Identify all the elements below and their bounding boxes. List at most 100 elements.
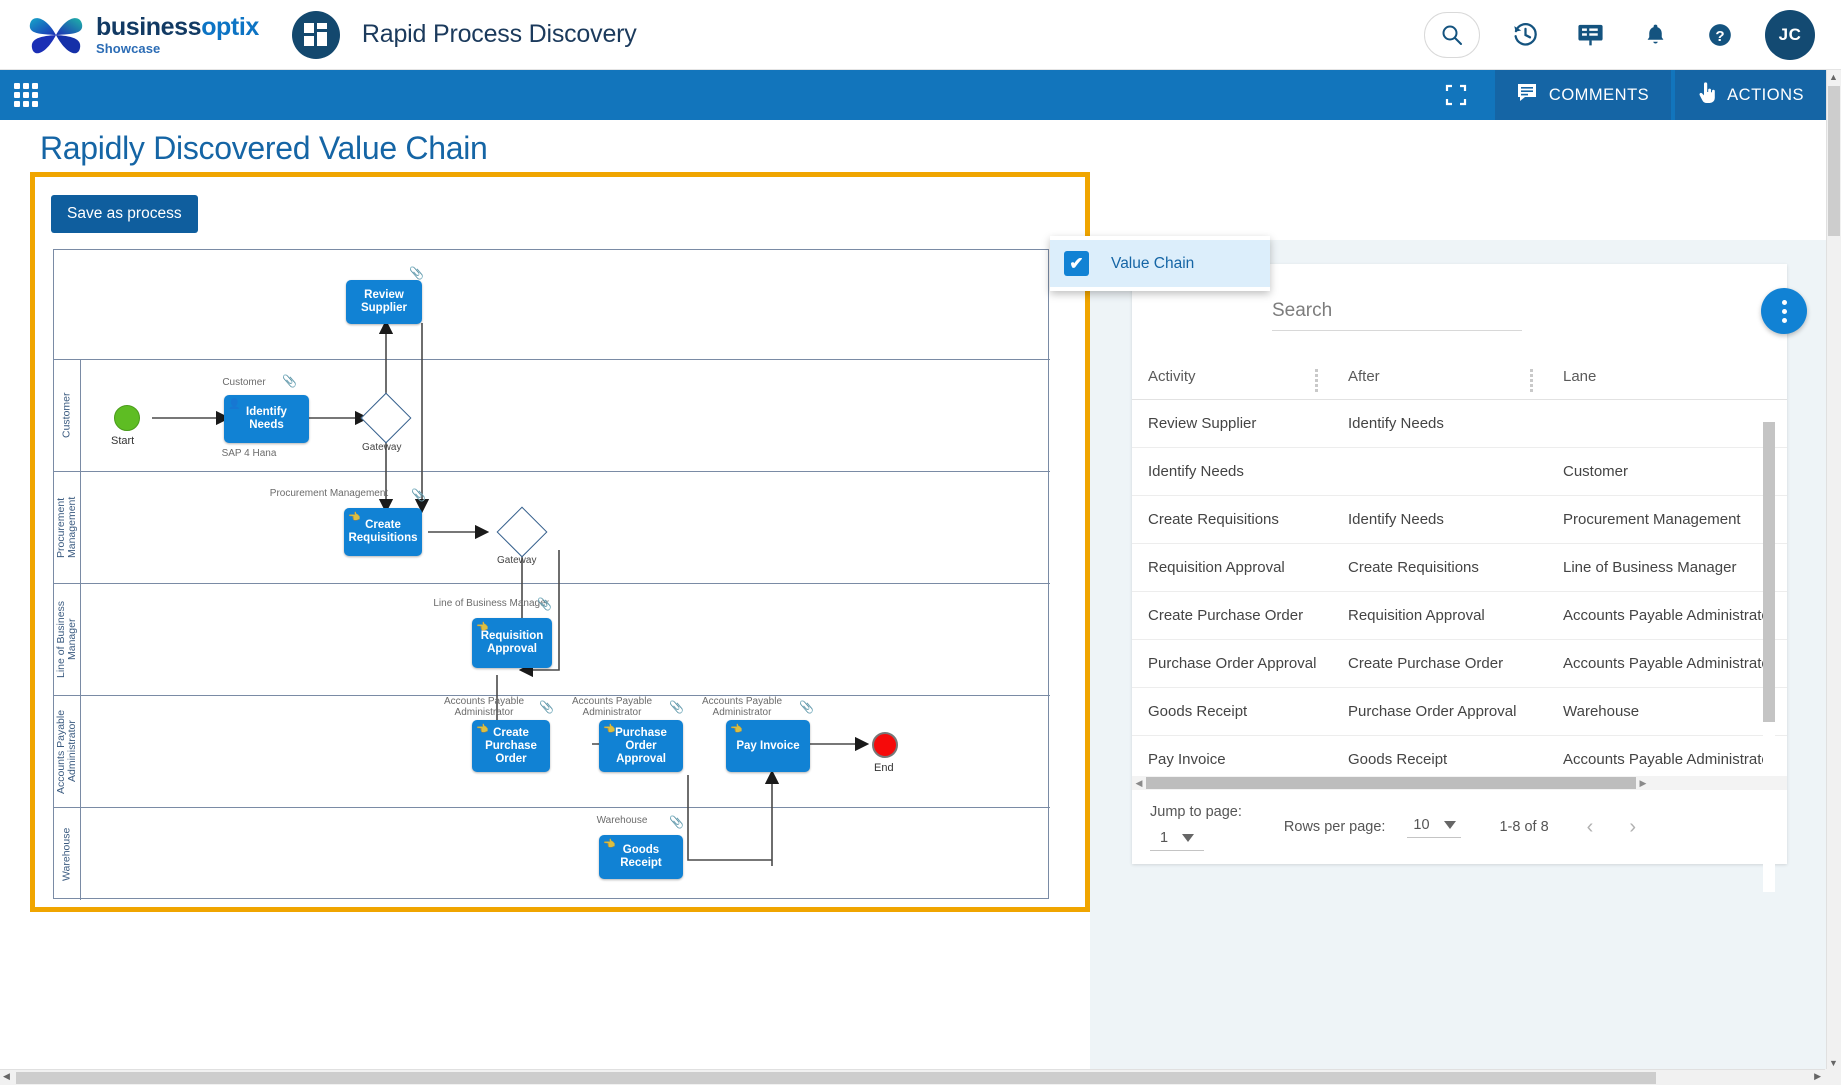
search-input[interactable]: Search bbox=[1272, 300, 1522, 331]
table-vertical-scroll-thumb[interactable] bbox=[1763, 422, 1775, 722]
attachment-icon-createreq[interactable]: 📎 bbox=[411, 488, 426, 502]
avatar-initials: JC bbox=[1779, 25, 1802, 45]
manual-task-icon: 👈 bbox=[603, 838, 615, 851]
side-panel: Search Activity After Lane bbox=[1090, 240, 1826, 1070]
column-resize-handle[interactable] bbox=[1530, 369, 1533, 392]
column-header-activity[interactable]: Activity bbox=[1132, 354, 1332, 400]
help-icon[interactable]: ? bbox=[1700, 15, 1740, 55]
window-horizontal-scroll-thumb[interactable] bbox=[16, 1072, 1656, 1084]
table-row[interactable]: Create Purchase Order Requisition Approv… bbox=[1132, 592, 1787, 640]
actions-button[interactable]: ACTIONS bbox=[1675, 70, 1826, 120]
search-icon[interactable] bbox=[1424, 12, 1480, 58]
lane-row-lob: Line of Business Manager bbox=[54, 584, 1050, 696]
dropdown-item-label: Value Chain bbox=[1111, 255, 1194, 273]
pagination-bar: Jump to page: 1 Rows per page: 10 1-8 of… bbox=[1132, 790, 1787, 864]
node-create-requisitions[interactable]: 👈 Create Requisitions bbox=[344, 508, 422, 556]
jump-to-page-select[interactable]: 1 bbox=[1150, 830, 1204, 851]
attachment-icon-goods[interactable]: 📎 bbox=[669, 815, 684, 829]
prev-page-button[interactable]: ‹ bbox=[1587, 816, 1594, 839]
svg-text:?: ? bbox=[1715, 27, 1724, 44]
comments-button[interactable]: COMMENTS bbox=[1495, 70, 1671, 120]
column-header-lane[interactable]: Lane bbox=[1547, 354, 1787, 400]
logo-subtitle: Showcase bbox=[96, 42, 259, 55]
start-event[interactable] bbox=[114, 405, 140, 431]
node-goods-receipt[interactable]: 👈 Goods Receipt bbox=[599, 835, 683, 879]
table-horizontal-scrollbar[interactable]: ◀ ▶ bbox=[1132, 776, 1787, 790]
column-label: After bbox=[1348, 368, 1380, 385]
start-label: Start bbox=[111, 435, 134, 447]
scroll-right-icon[interactable]: ▶ bbox=[1636, 778, 1650, 789]
cell-after: Identify Needs bbox=[1332, 400, 1547, 448]
cell-after: Create Purchase Order bbox=[1332, 640, 1547, 688]
rows-per-page-label: Rows per page: bbox=[1284, 819, 1386, 835]
lane-label-2: Procurement Management bbox=[56, 472, 78, 583]
scroll-up-icon[interactable]: ▲ bbox=[1829, 72, 1838, 82]
node-pay-invoice[interactable]: 👈 Pay Invoice bbox=[726, 720, 810, 772]
dropdown-item-value-chain[interactable]: ✔ Value Chain bbox=[1050, 240, 1270, 287]
table-horizontal-scroll-thumb[interactable] bbox=[1146, 777, 1636, 789]
activity-table: Activity After Lane Revie bbox=[1132, 354, 1787, 784]
node-requisition-approval[interactable]: 👈 Requisition Approval bbox=[472, 618, 552, 668]
cell-activity: Goods Receipt bbox=[1132, 688, 1332, 736]
app-module-icon[interactable] bbox=[292, 11, 340, 59]
lane-row-warehouse: Warehouse bbox=[54, 808, 1050, 900]
column-resize-handle[interactable] bbox=[1315, 369, 1318, 392]
lane-label-4: Accounts Payable Administrator bbox=[56, 696, 78, 807]
table-row[interactable]: Goods Receipt Purchase Order Approval Wa… bbox=[1132, 688, 1787, 736]
cell-lane: Customer bbox=[1547, 448, 1787, 496]
app-grid-icon[interactable] bbox=[14, 83, 38, 107]
table-row[interactable]: Create Requisitions Identify Needs Procu… bbox=[1132, 496, 1787, 544]
table-row[interactable]: Purchase Order Approval Create Purchase … bbox=[1132, 640, 1787, 688]
node-review-supplier[interactable]: Review Supplier bbox=[346, 280, 422, 324]
lane-label-3: Line of Business Manager bbox=[56, 584, 78, 695]
window-vertical-scroll-thumb[interactable] bbox=[1828, 86, 1840, 236]
actions-label: ACTIONS bbox=[1727, 86, 1804, 105]
save-as-process-button[interactable]: Save as process bbox=[51, 195, 198, 233]
more-vertical-icon[interactable] bbox=[1761, 288, 1807, 334]
bpmn-diagram[interactable]: Customer Procurement Management Line of … bbox=[53, 249, 1049, 899]
window-horizontal-scrollbar[interactable]: ◀ ▶ bbox=[0, 1069, 1841, 1085]
column-header-after[interactable]: After bbox=[1332, 354, 1547, 400]
node-create-purchase-order[interactable]: 👈 Create Purchase Order bbox=[472, 720, 550, 772]
manual-task-icon: 👈 bbox=[603, 723, 615, 736]
next-page-button[interactable]: › bbox=[1629, 816, 1636, 839]
cell-lane bbox=[1547, 400, 1787, 448]
chevron-down-icon bbox=[1182, 834, 1194, 842]
attachment-icon-createpo[interactable]: 📎 bbox=[539, 700, 554, 714]
presentation-icon[interactable] bbox=[1570, 15, 1610, 55]
cell-after: Requisition Approval bbox=[1332, 592, 1547, 640]
attachment-icon-reqapproval[interactable]: 📎 bbox=[537, 597, 552, 611]
value-chain-dropdown[interactable]: ✔ Value Chain bbox=[1050, 236, 1270, 291]
node-purchase-order-approval[interactable]: 👈 Purchase Order Approval bbox=[599, 720, 683, 772]
table-row[interactable]: Requisition Approval Create Requisitions… bbox=[1132, 544, 1787, 592]
node-identify-needs[interactable]: 👤 Identify Needs bbox=[224, 395, 309, 443]
column-label: Activity bbox=[1148, 368, 1196, 385]
node-role-payinvoice: Accounts Payable Administrator bbox=[694, 696, 790, 718]
scroll-left-icon[interactable]: ◀ bbox=[3, 1071, 10, 1082]
attachment-icon-payinvoice[interactable]: 📎 bbox=[799, 700, 814, 714]
checkbox-checked-icon[interactable]: ✔ bbox=[1064, 251, 1089, 276]
attachment-icon-review[interactable]: 📎 bbox=[409, 266, 424, 280]
scroll-left-icon[interactable]: ◀ bbox=[1132, 778, 1146, 789]
scroll-down-icon[interactable]: ▼ bbox=[1829, 1058, 1838, 1068]
history-icon[interactable] bbox=[1505, 15, 1545, 55]
rows-per-page-select[interactable]: 10 bbox=[1407, 817, 1461, 838]
attachment-icon-poapproval[interactable]: 📎 bbox=[669, 700, 684, 714]
bell-icon[interactable] bbox=[1635, 15, 1675, 55]
hand-pointer-icon bbox=[1697, 82, 1717, 109]
table-row[interactable]: Identify Needs Customer bbox=[1132, 448, 1787, 496]
table-row[interactable]: Review Supplier Identify Needs bbox=[1132, 400, 1787, 448]
cell-after bbox=[1332, 448, 1547, 496]
avatar[interactable]: JC bbox=[1765, 10, 1815, 60]
fullscreen-icon[interactable] bbox=[1421, 70, 1491, 120]
cell-activity: Create Requisitions bbox=[1132, 496, 1332, 544]
scroll-right-icon[interactable]: ▶ bbox=[1814, 1071, 1821, 1082]
module-toolbar: COMMENTS ACTIONS bbox=[0, 70, 1826, 120]
page-title: Rapidly Discovered Value Chain bbox=[40, 130, 488, 167]
attachment-icon-identify[interactable]: 📎 bbox=[282, 374, 297, 388]
end-event[interactable] bbox=[872, 732, 898, 758]
app-header: businessoptix Showcase Rapid Process Dis… bbox=[0, 0, 1841, 70]
window-vertical-scrollbar[interactable]: ▲ ▼ bbox=[1826, 70, 1841, 1070]
brand-logo[interactable]: businessoptix Showcase bbox=[28, 12, 259, 58]
manual-task-icon: 👈 bbox=[730, 723, 742, 736]
